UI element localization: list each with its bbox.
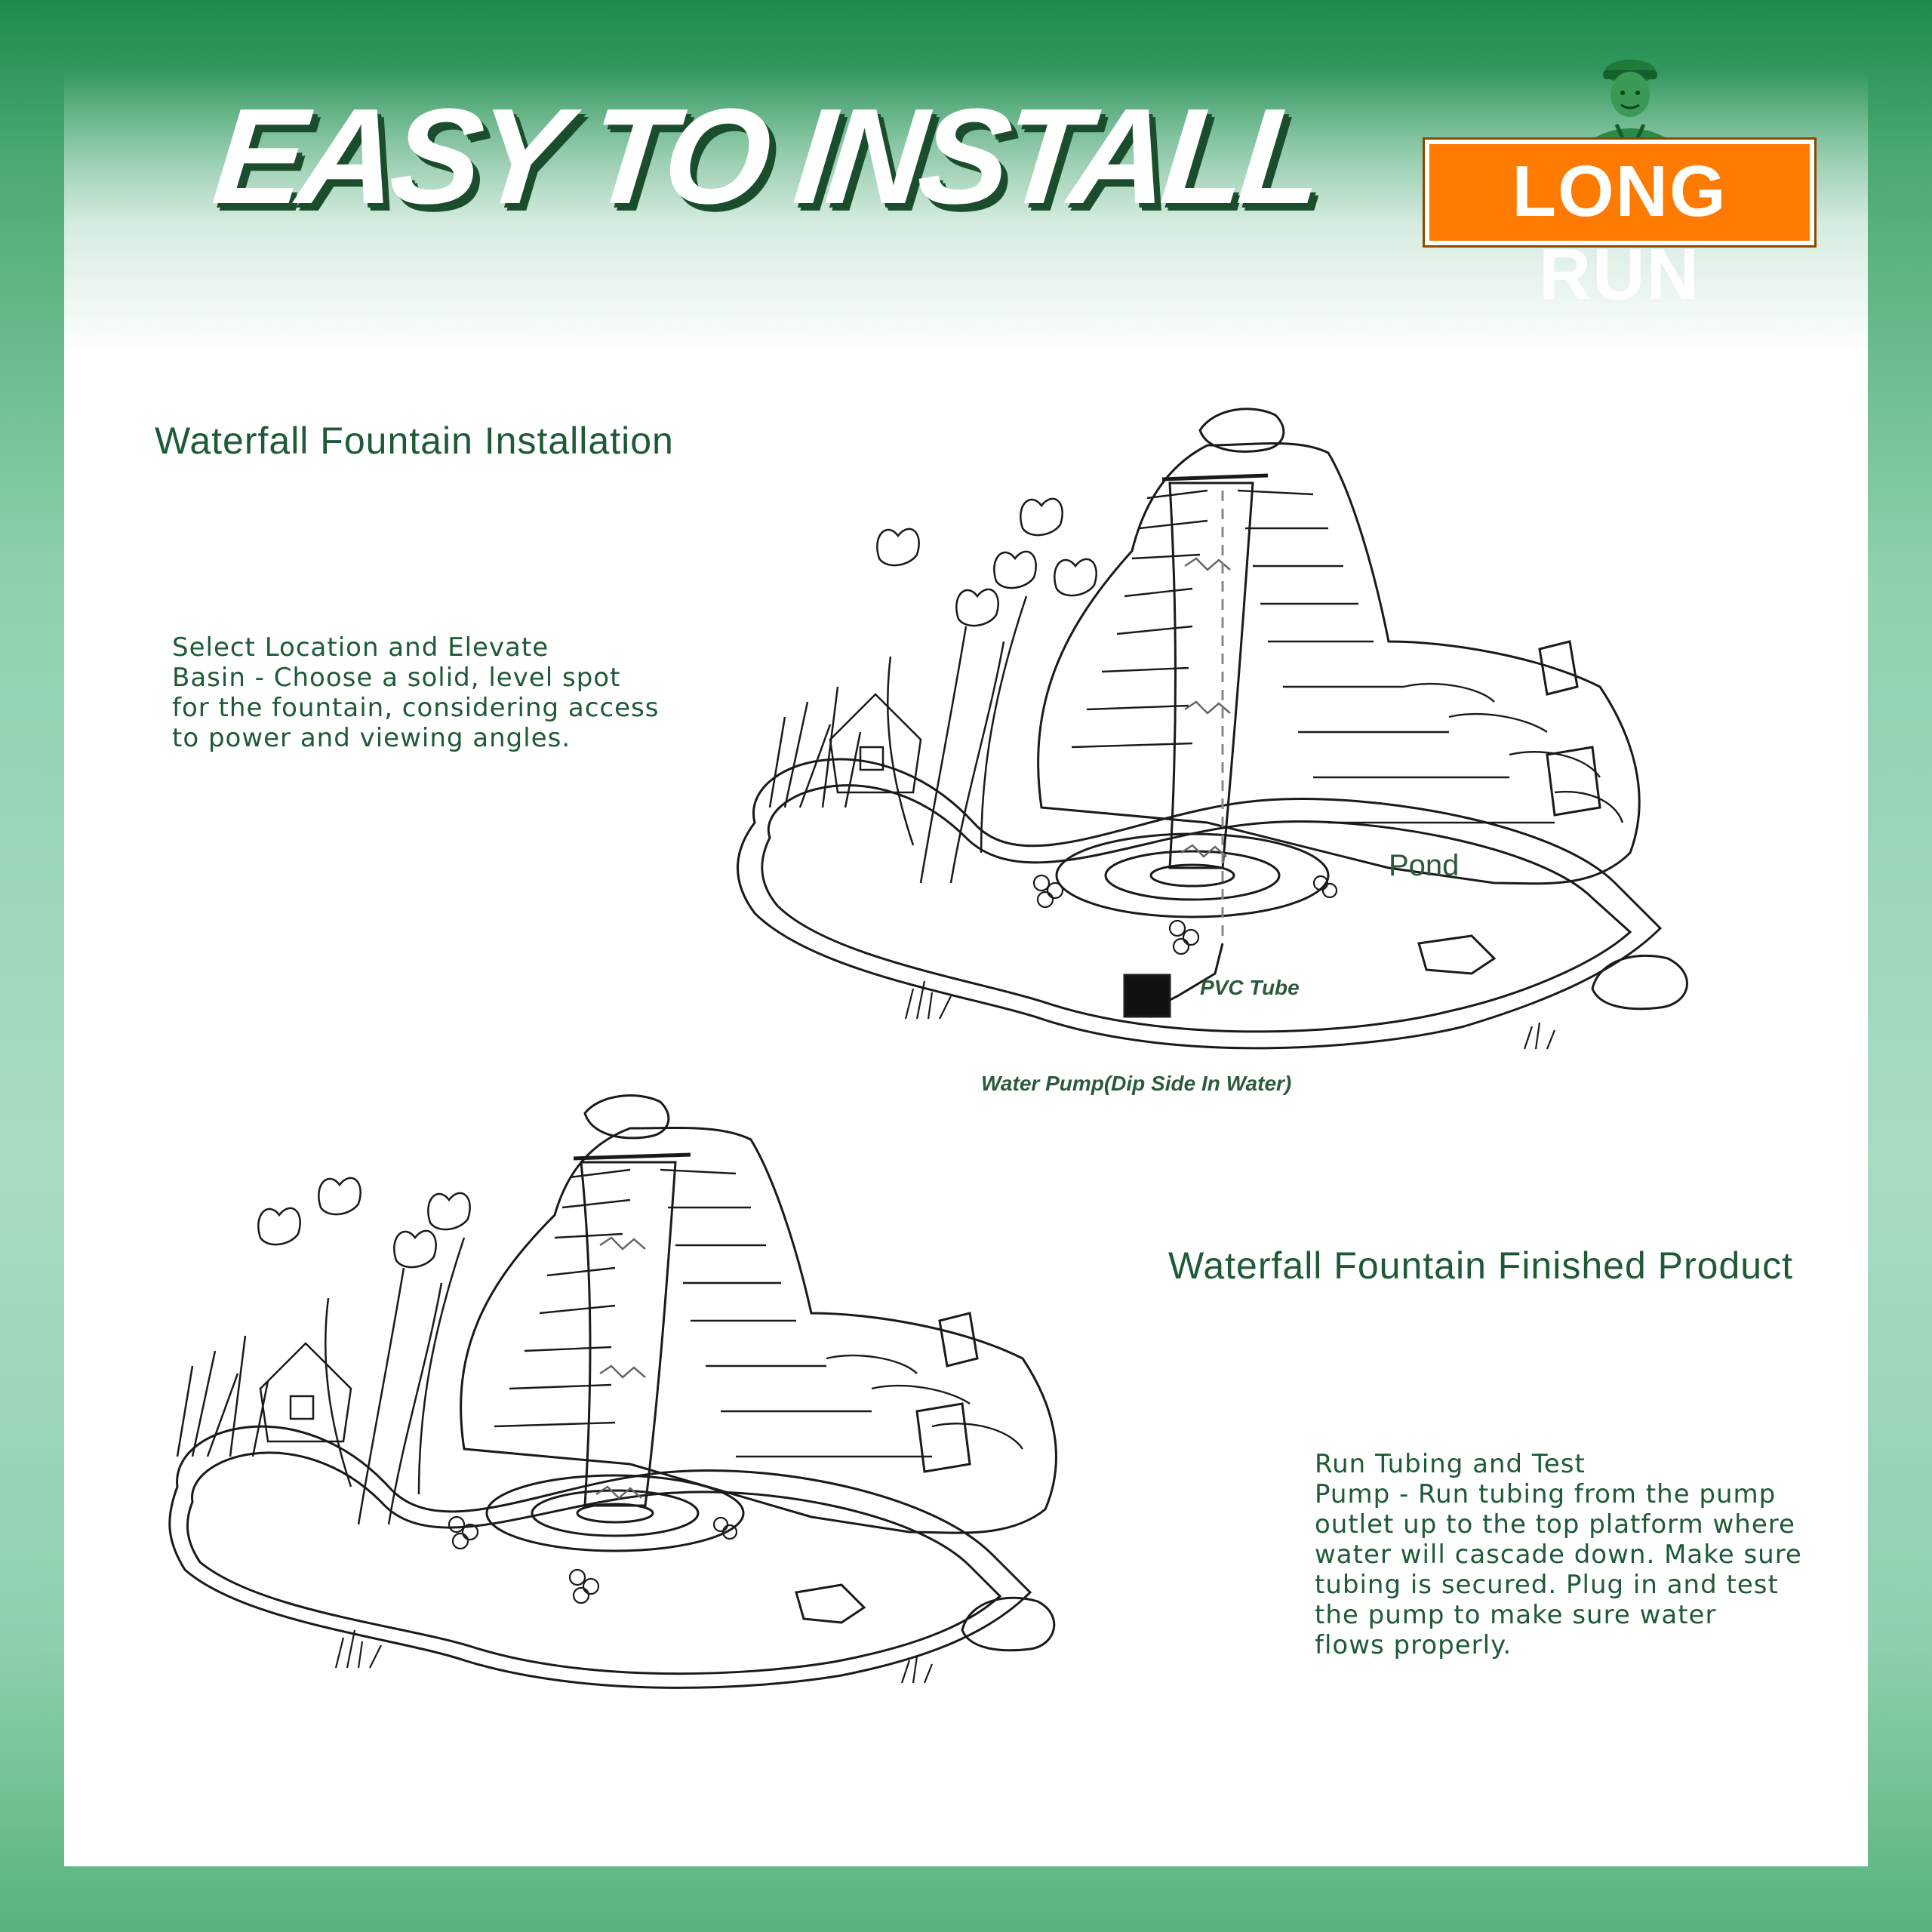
ripple bbox=[1149, 863, 1235, 888]
edge-stone bbox=[1417, 934, 1497, 975]
edge-stone bbox=[1591, 954, 1688, 1011]
step1-line: Basin - Choose a solid, level spot bbox=[172, 663, 621, 693]
house bbox=[829, 693, 922, 794]
house bbox=[259, 1342, 352, 1443]
step1-line: for the fountain, considering access bbox=[172, 693, 660, 723]
plants bbox=[768, 497, 1097, 884]
step1-line: Select Location and Elevate bbox=[172, 632, 549, 663]
step2-title: Waterfall Fountain Finished Product bbox=[1168, 1244, 1793, 1287]
brand-name: LONG RUN bbox=[1512, 151, 1727, 315]
step1-description: Select Location and Elevate Basin - Choo… bbox=[172, 632, 659, 753]
step2-description: Run Tubing and Test Pump - Run tubing fr… bbox=[1315, 1449, 1802, 1660]
rock-tower bbox=[460, 1126, 1057, 1534]
step2-line: outlet up to the top platform where bbox=[1315, 1509, 1795, 1540]
step2-line: tubing is secured. Plug in and test bbox=[1315, 1570, 1779, 1600]
step2-line: water will cascade down. Make sure bbox=[1315, 1540, 1802, 1570]
edge-stone bbox=[795, 1583, 866, 1624]
edge-stone bbox=[961, 1596, 1056, 1652]
ripple bbox=[576, 1503, 654, 1524]
brand-logo: LONG RUN bbox=[1419, 42, 1826, 315]
step2-line: Run Tubing and Test bbox=[1315, 1449, 1586, 1479]
ripple bbox=[1055, 832, 1330, 918]
plants bbox=[176, 1177, 471, 1525]
step1-title: Waterfall Fountain Installation bbox=[155, 420, 674, 462]
headline: EASY TO INSTALL bbox=[207, 81, 1325, 232]
ripple bbox=[531, 1489, 700, 1537]
ripple bbox=[1104, 850, 1281, 901]
finished-product-diagram bbox=[168, 1094, 1057, 1689]
content-panel bbox=[64, 72, 1868, 1866]
water-pump-icon bbox=[1123, 974, 1171, 1018]
logo-wordmark: LONG RUN bbox=[1423, 137, 1817, 315]
pvc-tube-label: PVC Tube bbox=[1200, 976, 1300, 999]
step2-line: the pump to make sure water bbox=[1315, 1600, 1717, 1630]
rock-tower bbox=[1037, 442, 1641, 885]
pond-label: Pond bbox=[1389, 849, 1459, 882]
installation-diagram: Pond PVC Tube Water Pump(Dip Side In Wat… bbox=[737, 408, 1688, 1095]
step2-line: Pump - Run tubing from the pump bbox=[1315, 1479, 1777, 1509]
step2-line: flows properly. bbox=[1315, 1630, 1512, 1660]
water-pump-label: Water Pump(Dip Side In Water) bbox=[981, 1072, 1291, 1095]
ripple bbox=[485, 1474, 745, 1552]
waterfall-sheet bbox=[580, 1161, 677, 1507]
flowers bbox=[448, 1515, 738, 1604]
flowers bbox=[1032, 874, 1338, 955]
pond-outline bbox=[737, 758, 1663, 1050]
waterfall-sheet bbox=[1168, 481, 1254, 869]
step1-line: to power and viewing angles. bbox=[172, 723, 571, 753]
pond-outline bbox=[168, 1425, 1032, 1689]
